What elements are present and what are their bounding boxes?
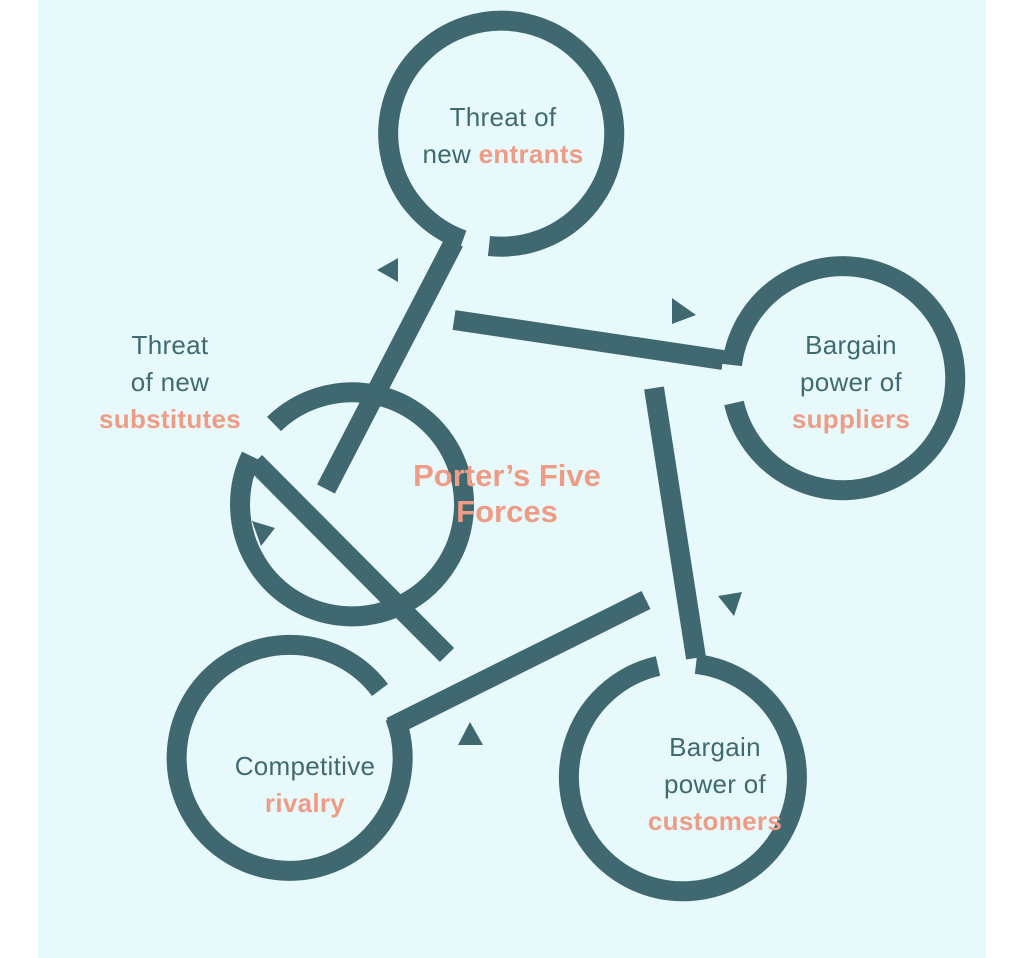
bar-entrants-to-rivalry-side bbox=[317, 237, 463, 494]
force-suppliers-label: Bargain power of suppliers bbox=[741, 327, 961, 438]
force-accent-text: suppliers bbox=[791, 404, 911, 434]
bar-suppliers-to-customers bbox=[644, 386, 706, 660]
arrow-icon bbox=[718, 592, 742, 616]
force-line: Competitive bbox=[234, 751, 376, 781]
force-line: Bargain bbox=[669, 732, 761, 762]
force-new-entrants-label: Threat of new entrants bbox=[393, 99, 613, 173]
bar-customers-to-rivalry bbox=[386, 591, 651, 736]
arrow-icon bbox=[377, 258, 398, 282]
arrow-icon bbox=[252, 521, 275, 546]
ring-customers bbox=[558, 654, 807, 902]
force-accent-text: entrants bbox=[478, 139, 584, 169]
force-line: Threat of bbox=[449, 102, 557, 132]
force-line: power of bbox=[663, 769, 767, 799]
force-substitutes-label: Threat of new substitutes bbox=[60, 327, 280, 438]
bar-rivalry-to-substitutes bbox=[247, 454, 455, 663]
ring-new-entrants bbox=[378, 10, 625, 257]
force-accent-text: rivalry bbox=[264, 788, 346, 818]
diagram-background bbox=[38, 0, 986, 958]
force-customers-label: Bargain power of customers bbox=[605, 729, 825, 840]
ring-rivalry bbox=[166, 634, 413, 881]
force-line: of new bbox=[130, 367, 210, 397]
title-line: Porter’s Five bbox=[413, 458, 601, 493]
force-rivalry-label: Competitive rivalry bbox=[195, 748, 415, 822]
force-accent-text: customers bbox=[647, 806, 783, 836]
force-line: new entrants bbox=[393, 136, 613, 173]
diagram-title: Porter’s Five Forces bbox=[387, 458, 627, 530]
force-line: power of bbox=[799, 367, 903, 397]
force-accent-text: substitutes bbox=[99, 404, 241, 434]
title-line: Forces bbox=[456, 494, 558, 529]
arrow-icon bbox=[458, 722, 483, 745]
arrow-icon bbox=[672, 298, 696, 324]
force-text: new bbox=[422, 139, 479, 169]
force-line: Bargain bbox=[805, 330, 897, 360]
bar-entrants-to-suppliers bbox=[452, 310, 725, 370]
force-line: Threat bbox=[131, 330, 209, 360]
ring-suppliers bbox=[722, 256, 966, 501]
